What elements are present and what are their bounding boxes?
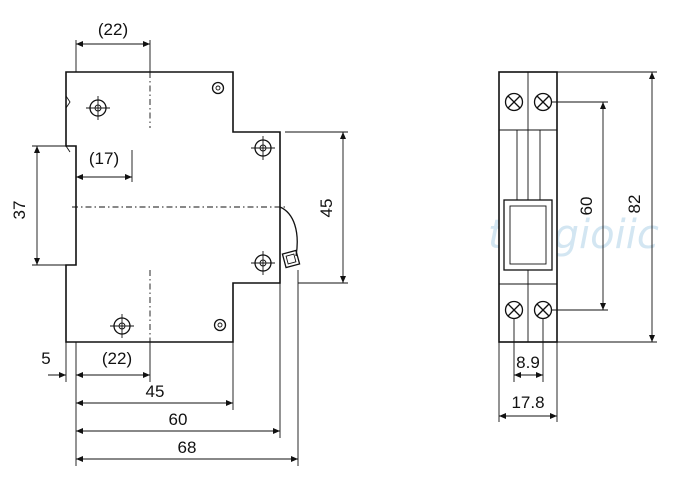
dim-total-height: 82 [625,195,644,214]
toggle-lever [279,206,298,257]
screw-icon [110,314,134,338]
front-view: 60 82 8.9 17.8 [498,71,657,422]
dim-depth-68: 68 [178,438,197,457]
terminal-screw-icon [504,92,524,112]
dim-rail-offset: 5 [41,349,50,368]
screw-icon [86,96,110,120]
dim-body-height: 45 [317,199,336,218]
dim-left-offset: (17) [89,149,119,168]
dim-depth-60: 60 [169,410,188,429]
dim-rail-height: 37 [10,201,29,220]
dim-pole-width: 8.9 [516,353,540,372]
terminal-screw-icon [533,92,553,112]
screw-icon [251,251,275,275]
toggle-handle-window [503,199,553,271]
screw-icon [211,81,225,95]
dim-depth-45: 45 [146,382,165,401]
screw-icon [251,136,275,160]
dim-top-width: (22) [98,20,128,39]
dim-terminal-pitch: 60 [577,197,596,216]
dim-bottom-width: (22) [102,349,132,368]
dim-module-width: 17.8 [511,393,544,412]
side-view: (22) (17) 37 45 5 (22) 45 60 [10,20,348,466]
screw-icon [213,318,227,332]
